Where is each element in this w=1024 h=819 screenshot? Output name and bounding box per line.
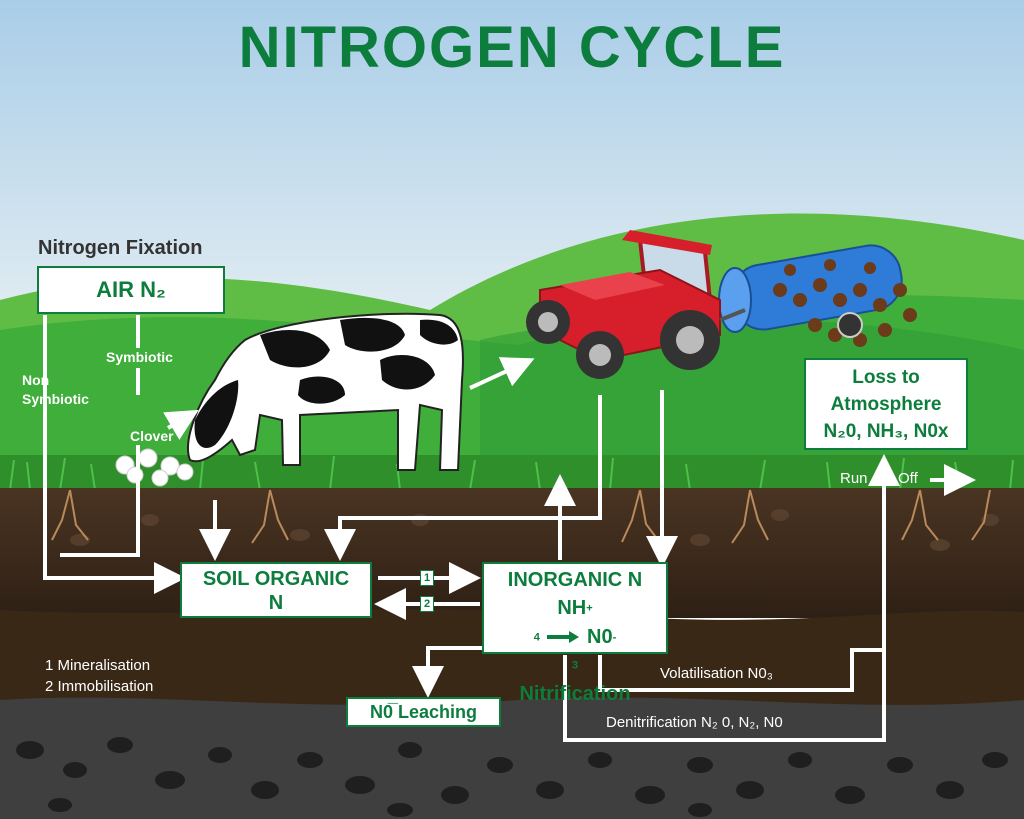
clover-label: Clover <box>130 428 174 444</box>
non-symbiotic-label-1: Non <box>22 372 50 388</box>
off-label: Off <box>898 470 918 487</box>
loss-line-3: N₂0, NH₃, N0x <box>823 421 949 442</box>
immobilisation-number: 2 <box>420 596 434 612</box>
air-n2-box: AIR N₂ <box>37 266 225 314</box>
nitrification-label: Nitrification <box>519 683 631 706</box>
run-label: Run <box>840 470 868 487</box>
denitrification-flow <box>563 454 900 742</box>
air-n2-label: AIR N₂ <box>96 277 166 302</box>
loss-line-2: Atmosphere <box>830 394 942 415</box>
flow-lines <box>43 315 976 742</box>
nitrate-formula: N0 <box>587 625 613 648</box>
soil-organic-line-2: N <box>268 592 284 614</box>
nitrogen-fixation-heading: Nitrogen Fixation <box>38 237 203 259</box>
rock-pebbles <box>16 737 1008 817</box>
ammonium-formula: NH <box>557 597 587 619</box>
roots <box>51 489 991 544</box>
clover-flowers <box>115 448 194 487</box>
soil-organic-n-box: SOIL ORGANIC N <box>180 562 372 618</box>
tractor <box>526 230 746 379</box>
leaching-flow <box>412 646 482 698</box>
volatilisation-label: Volatilisation N0₃ <box>660 665 773 682</box>
non-symbiotic-label-2: Symbiotic <box>22 391 89 407</box>
clover-arrow <box>163 409 199 440</box>
page-title: NITROGEN CYCLE <box>238 15 786 80</box>
symbiotic-flow <box>60 315 140 557</box>
nitrification-arrow-icon <box>547 631 580 644</box>
tractor-to-soil <box>324 395 602 561</box>
denitrification-label: Denitrification N₂ 0, N₂, N0 <box>606 714 783 731</box>
leaching-label: N0̅ Leaching <box>369 702 478 722</box>
leaching-box: N0̅ Leaching <box>346 697 501 727</box>
loss-to-atmosphere-box: Loss to Atmosphere N₂0, NH₃, N0x <box>804 358 968 450</box>
inorganic-formula: NH+4 N0-3 <box>533 597 617 673</box>
inorganic-n-box: INORGANIC N NH+4 N0-3 Nitrification <box>482 562 668 705</box>
cow-to-tractor <box>469 357 535 390</box>
loss-line-1: Loss to <box>852 367 920 388</box>
symbiotic-label: Symbiotic <box>106 349 173 365</box>
inorganic-title: INORGANIC N <box>507 569 643 591</box>
clay-band <box>0 697 1024 819</box>
non-symbiotic-flow <box>43 315 186 594</box>
mineralisation-legend: 1 Mineralisation <box>45 657 151 674</box>
volatilisation-flow <box>598 648 882 692</box>
soil-organic-line-1: SOIL ORGANIC <box>202 568 350 590</box>
immobilisation-legend: 2 Immobilisation <box>45 678 154 695</box>
cow <box>187 312 464 471</box>
mineralisation-number: 1 <box>420 570 434 586</box>
